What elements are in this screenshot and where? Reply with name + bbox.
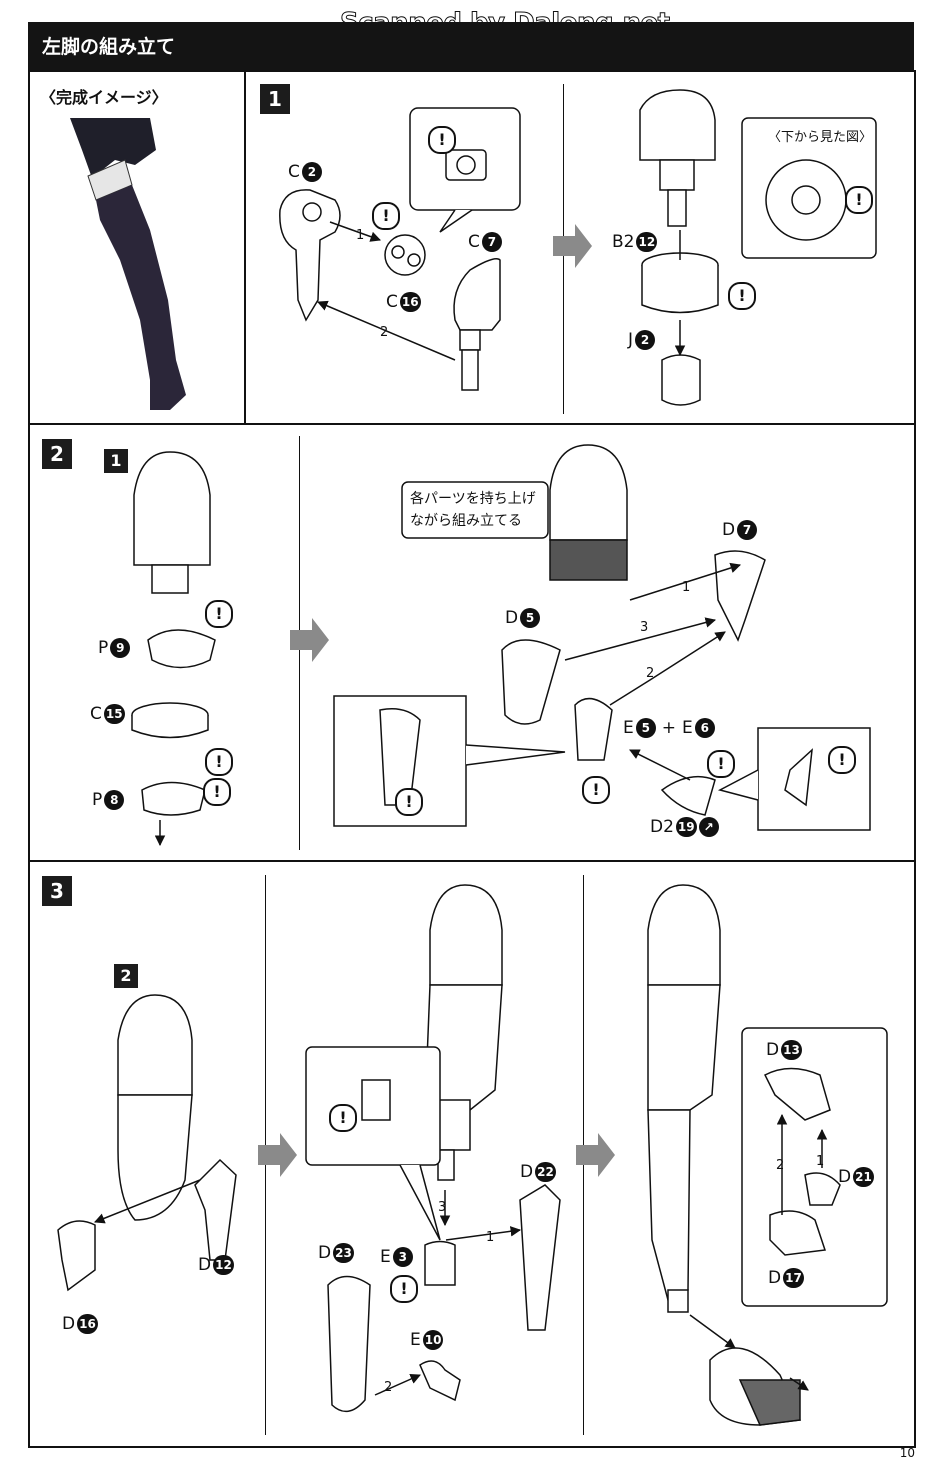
row-divider (28, 423, 914, 425)
order-mark-1: 1 (682, 580, 691, 595)
caution-mark: ! (828, 746, 856, 774)
step1-right-illustration (639, 89, 877, 406)
order-mark-1: 1 (356, 228, 365, 243)
order-mark-2: 2 (776, 1158, 785, 1173)
step2-ring-stack-illustration (131, 451, 216, 847)
section-header: 左脚の組み立て (28, 22, 914, 70)
page-number: 10 (899, 1446, 915, 1460)
row-divider (28, 860, 914, 862)
bottom-view-caption: 〈下から見た図〉 (768, 130, 873, 145)
progression-arrows (258, 224, 615, 1177)
order-mark-2: 2 (384, 1380, 393, 1395)
caution-mark: ! (205, 600, 233, 628)
assembly-note-callout: 各パーツを持ち上げながら組み立てる (410, 491, 536, 529)
caution-mark: ! (428, 126, 456, 154)
caution-mark: ! (582, 776, 610, 804)
order-mark-2: 2 (380, 325, 389, 340)
caution-mark: ! (395, 788, 423, 816)
order-mark-2: 2 (646, 666, 655, 681)
sub-step-reference-1: 1 (104, 449, 128, 473)
column-divider (244, 72, 246, 423)
caution-mark: ! (707, 750, 735, 778)
order-mark-3: 3 (438, 1200, 447, 1215)
caution-mark: ! (329, 1104, 357, 1132)
sub-step-reference-2: 2 (114, 964, 138, 988)
instruction-frame (28, 70, 916, 1448)
caution-mark: ! (203, 778, 231, 806)
step-3-badge: 3 (42, 876, 72, 906)
completed-image-label: 〈完成イメージ〉 (40, 88, 168, 107)
completed-leg-image (70, 118, 186, 410)
caution-mark: ! (845, 186, 873, 214)
order-mark-3: 3 (640, 620, 649, 635)
caution-mark: ! (390, 1275, 418, 1303)
caution-mark: ! (372, 202, 400, 230)
step-2-badge: 2 (42, 439, 72, 469)
step-1-badge: 1 (260, 84, 290, 114)
caution-mark: ! (205, 748, 233, 776)
step3-leg-illustration-c (647, 884, 888, 1426)
step2-right-illustration (333, 444, 871, 831)
caution-mark: ! (728, 282, 756, 310)
sticker-icon: ↗ (698, 817, 719, 837)
step3-leg-illustration-b (305, 884, 561, 1413)
order-mark-1: 1 (486, 1230, 495, 1245)
order-mark-1: 1 (816, 1154, 825, 1169)
step3-leg-illustration-a (57, 994, 237, 1292)
section-title: 左脚の組み立て (42, 36, 176, 58)
